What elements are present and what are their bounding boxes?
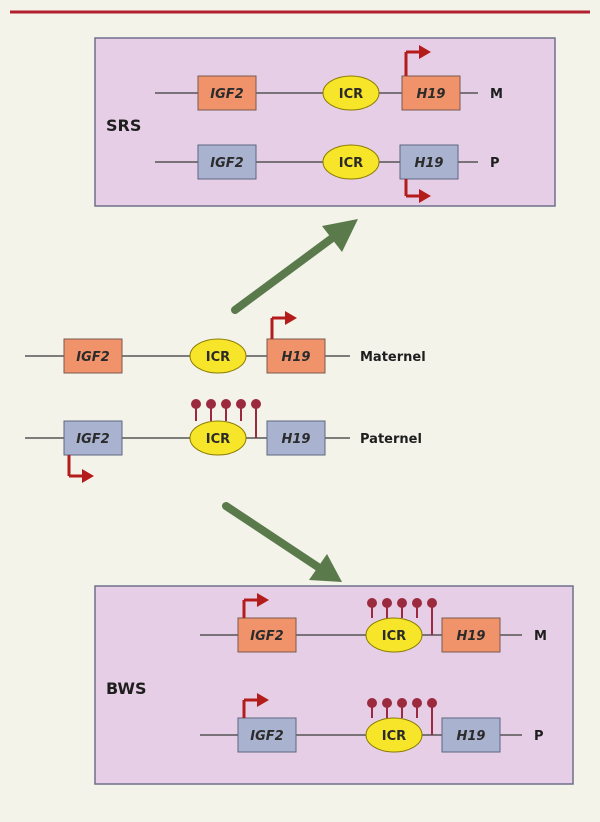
h19-gene-box [266,420,326,456]
bws-paternal-allele: IGF2 ICR H19 P [200,693,544,753]
igf2-gene-box [237,717,297,753]
maternal-label: Maternel [360,350,426,365]
igf2-gene-box [197,144,257,180]
bws-label: BWS [106,679,147,698]
srs-paternal-tag: P [490,156,500,171]
h19-label: H19 [282,350,311,365]
h19-label: H19 [457,629,486,644]
methylation-marks [367,698,437,735]
methyl-mark-icon [236,399,246,421]
arrow-to-bws [222,502,342,582]
igf2-gene-box [63,338,123,374]
srs-panel-box [94,37,556,207]
icr-element [322,144,380,180]
bws-panel-box [94,585,574,785]
transcription-flag-icon [67,455,94,483]
normal-paternal-allele: IGF2 ICR H19 Paternel [25,399,422,483]
srs-maternal-tag: M [490,87,503,102]
h19-gene-box [401,75,461,111]
transcription-flag-icon [242,593,269,618]
paternal-label: Paternel [360,432,422,447]
igf2-label: IGF2 [210,87,243,102]
h19-gene-box [399,144,459,180]
igf2-gene-box [197,75,257,111]
igf2-label: IGF2 [250,729,283,744]
methyl-mark-icon [397,598,407,618]
srs-maternal-allele: IGF2 ICR H19 M [155,45,503,111]
methyl-mark-icon [427,598,437,635]
srs-paternal-allele: IGF2 ICR H19 P [155,144,500,203]
igf2-label: IGF2 [250,629,283,644]
igf2-label: IGF2 [76,350,109,365]
igf2-label: IGF2 [76,432,109,447]
methyl-mark-icon [412,598,422,618]
arrow-to-srs [231,219,358,314]
transcription-flag-icon [404,179,431,203]
transcription-flag-icon [404,45,431,76]
methyl-mark-icon [221,399,231,421]
methyl-mark-icon [382,698,392,718]
h19-label: H19 [457,729,486,744]
icr-label: ICR [382,629,406,644]
icr-element [365,717,423,753]
icr-label: ICR [206,350,230,365]
methyl-mark-icon [367,598,377,618]
methyl-mark-icon [382,598,392,618]
igf2-label: IGF2 [210,156,243,171]
icr-label: ICR [382,729,406,744]
h19-gene-box [441,617,501,653]
srs-label: SRS [106,116,141,135]
h19-label: H19 [415,156,444,171]
igf2-gene-box [237,617,297,653]
icr-label: ICR [206,432,230,447]
transcription-flag-icon [242,693,269,718]
icr-label: ICR [339,156,363,171]
icr-label: ICR [339,87,363,102]
bws-paternal-tag: P [534,729,544,744]
icr-element [322,75,380,111]
h19-gene-box [441,717,501,753]
icr-element [189,338,247,374]
methylation-marks [367,598,437,635]
icr-element [365,617,423,653]
methyl-mark-icon [412,698,422,718]
normal-maternal-allele: IGF2 ICR H19 Maternel [25,311,426,374]
bws-maternal-tag: M [534,629,547,644]
methyl-mark-icon [427,698,437,735]
methylation-marks [191,399,261,438]
methyl-mark-icon [251,399,261,438]
srs-panel: SRS IGF2 ICR H19 M IGF2 ICR H19 [94,37,556,207]
transcription-flag-icon [270,311,297,339]
h19-label: H19 [282,432,311,447]
bws-maternal-allele: IGF2 ICR H19 M [200,593,547,653]
methyl-mark-icon [367,698,377,718]
h19-label: H19 [417,87,446,102]
methyl-mark-icon [191,399,201,421]
h19-gene-box [266,338,326,374]
igf2-gene-box [63,420,123,456]
methyl-mark-icon [397,698,407,718]
bws-panel: BWS IGF2 ICR H19 M [94,585,574,785]
icr-element [189,420,247,456]
methyl-mark-icon [206,399,216,421]
